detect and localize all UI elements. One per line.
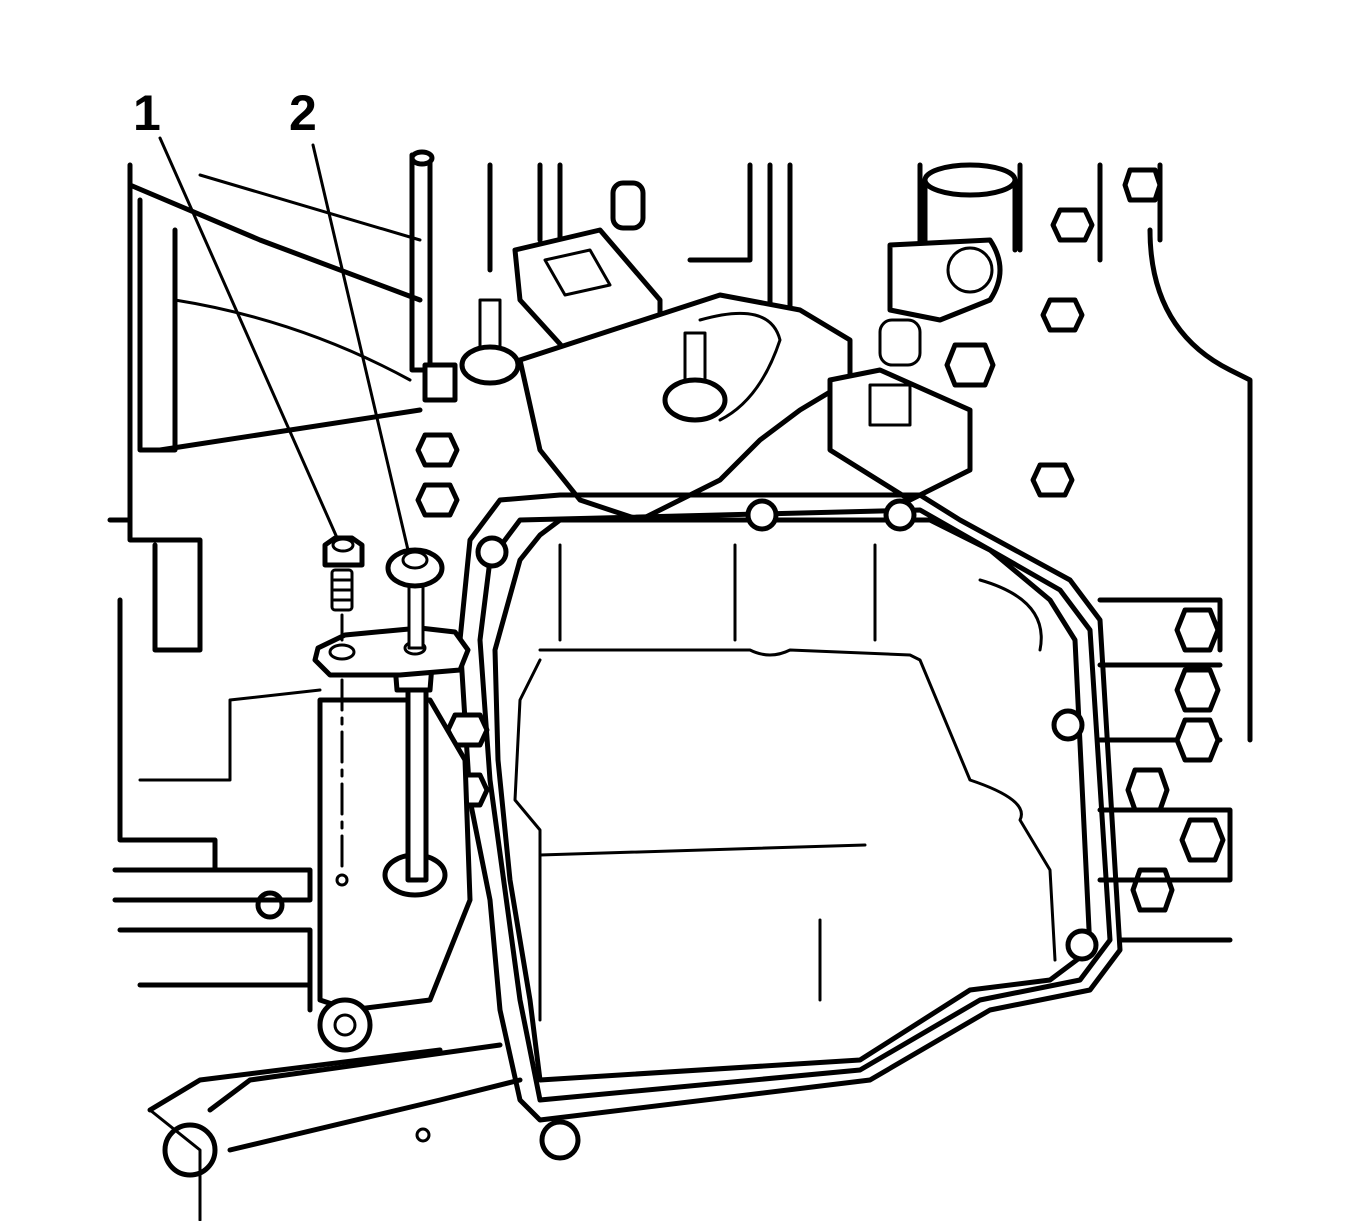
callout-2: 2 <box>289 85 317 141</box>
side-bolts <box>415 167 1233 943</box>
transmission-housing <box>107 149 1253 1221</box>
oil-pan <box>457 492 1123 1161</box>
callout-1: 1 <box>133 85 161 141</box>
bracket-assembly <box>312 535 473 1053</box>
